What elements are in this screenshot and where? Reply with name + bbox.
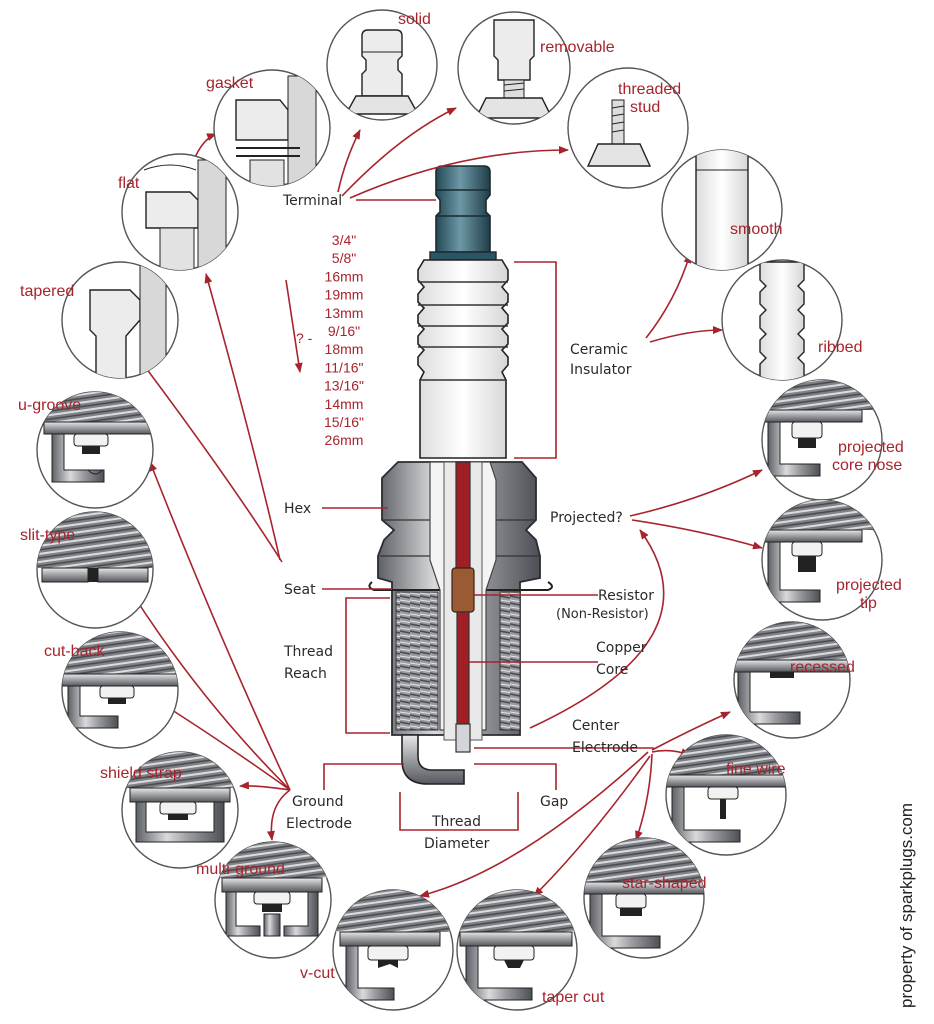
label-recessed: recessed	[790, 659, 855, 676]
label-u-groove: u-groove	[18, 397, 81, 414]
label-slit-type: slit-type	[20, 527, 75, 544]
inset-multi-ground: multi-ground	[196, 841, 332, 959]
inset-taper-cut: taper cut	[456, 889, 605, 1011]
label-core: Core	[596, 662, 628, 678]
label-center: Center	[572, 718, 619, 734]
label-taper-cut: taper cut	[542, 989, 605, 1006]
hex-size-prefix: ? -	[296, 330, 313, 346]
label-shield-strap: shield strap	[100, 765, 182, 782]
label-smooth: smooth	[730, 221, 782, 238]
inset-star-shaped: star-shaped	[583, 837, 707, 959]
hex-size-value: 3/4"	[332, 232, 356, 248]
label-v-cut: v-cut	[300, 965, 335, 982]
label-resistor: Resistor	[598, 588, 654, 604]
label-projected: Projected?	[550, 510, 623, 526]
label-star-shaped: star-shaped	[622, 875, 707, 892]
label-insulator: Insulator	[570, 362, 632, 378]
inset-terminal-removable: removable	[457, 11, 615, 125]
copper-core	[456, 611, 470, 725]
label-fine-wire: fine wire	[726, 761, 786, 778]
inset-terminal-solid: solid	[326, 9, 438, 121]
label-stud: stud	[630, 99, 660, 116]
inset-recessed: recessed	[733, 621, 855, 739]
label-cut-back: cut-back	[44, 643, 105, 660]
label-solid: solid	[398, 11, 431, 28]
hex-size-value: 9/16"	[328, 323, 360, 339]
label-flat: flat	[118, 175, 140, 192]
inset-seat-gasket: gasket	[206, 69, 331, 187]
terminal-cap	[429, 165, 497, 261]
hex-size-value: 18mm	[325, 341, 364, 357]
watermark: property of sparkplugs.com	[897, 803, 916, 1008]
label-projected-2: projected	[836, 577, 902, 594]
label-thread-dia: Thread	[431, 814, 481, 830]
inset-insulator-smooth: smooth	[661, 149, 783, 271]
center-core	[451, 461, 475, 753]
ceramic-insulator	[417, 259, 509, 459]
label-core-nose: core nose	[832, 457, 902, 474]
inset-cut-back: cut-back	[44, 631, 179, 749]
hex-size-value: 5/8"	[332, 250, 356, 266]
label-removable: removable	[540, 39, 615, 56]
inset-projected-core-nose: projected core nose	[761, 379, 904, 501]
label-terminal: Terminal	[282, 193, 342, 209]
hex-size-value: 11/16"	[325, 359, 364, 375]
hex-size-value: 15/16"	[324, 414, 364, 430]
inset-seat-tapered: tapered	[20, 261, 179, 379]
label-diameter: Diameter	[424, 836, 490, 852]
inset-seat-flat: flat	[118, 153, 239, 271]
hex-size-value: 16mm	[325, 268, 364, 284]
label-tip: tip	[860, 595, 877, 612]
resistor-element	[451, 567, 475, 613]
label-multi-ground: multi-ground	[196, 861, 285, 878]
inset-u-groove: u-groove	[18, 391, 154, 509]
hex-size-value: 26mm	[325, 432, 364, 448]
hex-size-value: 13mm	[325, 305, 364, 321]
hex-size-value: 13/16"	[324, 378, 364, 394]
label-non-resistor: (Non-Resistor)	[556, 607, 649, 622]
label-thread: Thread	[283, 644, 333, 660]
hex-size-list: ? - 3/4" 5/8" 16mm 19mm 13mm 9/16" 18mm 11/16" 1…	[296, 232, 364, 448]
label-gasket: gasket	[206, 75, 254, 92]
spark-plug	[368, 165, 553, 785]
inset-v-cut: v-cut	[300, 889, 454, 1011]
label-projected-1: projected	[838, 439, 904, 456]
label-ceramic: Ceramic	[570, 342, 628, 358]
ground-electrode-strap	[401, 734, 465, 785]
label-copper: Copper	[596, 640, 647, 656]
label-gap: Gap	[540, 794, 568, 810]
label-electrode: Electrode	[572, 740, 638, 756]
label-reach: Reach	[284, 666, 327, 682]
center-electrode-tip	[455, 723, 471, 753]
hex-size-value: 19mm	[325, 287, 364, 303]
inset-shield-strap: shield strap	[100, 751, 239, 869]
leader-lines	[322, 199, 654, 831]
label-ribbed: ribbed	[818, 339, 862, 356]
label-ground-electrode: Electrode	[286, 816, 352, 832]
inset-slit-type: slit-type	[20, 511, 154, 629]
inset-fine-wire: fine wire	[665, 734, 787, 856]
part-labels: Terminal Ceramic Insulator Hex Seat Thre…	[282, 193, 654, 852]
label-hex: Hex	[284, 501, 311, 517]
label-seat: Seat	[284, 582, 316, 598]
label-ground: Ground	[292, 794, 344, 810]
label-threaded: threaded	[618, 81, 681, 98]
inset-projected-tip: projected tip	[761, 499, 902, 621]
label-tapered: tapered	[20, 283, 74, 300]
inset-insulator-ribbed: ribbed	[721, 259, 862, 381]
hex-size-value: 14mm	[325, 396, 364, 412]
inset-terminal-threaded-stud: threaded stud	[567, 67, 689, 189]
